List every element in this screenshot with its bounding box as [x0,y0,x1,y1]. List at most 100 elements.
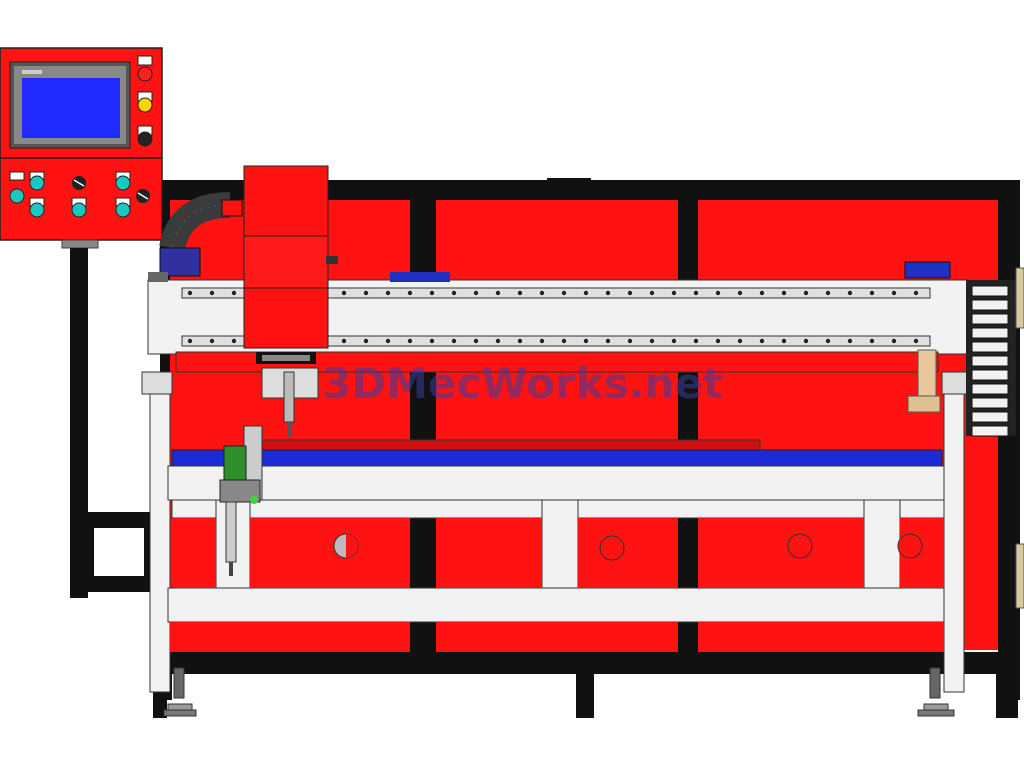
black-stop-button[interactable] [137,125,153,147]
push-button-icon[interactable] [9,171,25,204]
rail-hole [561,290,567,296]
rail-hole [407,338,413,344]
gantry-beam [147,261,969,373]
rail-hole [913,338,919,344]
rail-hole [913,290,919,296]
rail-hole [583,290,589,296]
rail-hole [759,290,765,296]
rail-hole [825,290,831,296]
chain-link [971,313,1009,325]
rail-hole [451,338,457,344]
push-button-icon[interactable] [71,197,87,218]
spindle-tool-icon [261,367,319,438]
rail-hole [429,338,435,344]
rail-hole [737,338,743,344]
chain-link [971,411,1009,423]
selector-switch-icon[interactable] [136,189,150,203]
rail-hole [209,290,215,296]
rail-hole [187,290,193,296]
rail-hole [869,290,875,296]
rail-hole [891,338,897,344]
chain-link [971,425,1009,437]
rail-holes-top [187,290,919,296]
rail-hole [429,290,435,296]
rail-hole [803,338,809,344]
touch-screen-icon[interactable] [9,61,131,149]
rail-hole [341,290,347,296]
chain-link [971,299,1009,311]
rail-hole [737,290,743,296]
bottom-panels [170,622,944,652]
chain-link [971,397,1009,409]
rail-hole [341,338,347,344]
push-button-icon[interactable] [29,171,45,191]
rail-hole [561,338,567,344]
rail-hole [671,338,677,344]
gantry-carriage-icon[interactable] [243,165,338,364]
rail-hole [495,338,501,344]
cable-chain-icon [907,267,1024,609]
rail-hole [605,290,611,296]
rail-hole [231,290,237,296]
rail-hole [693,290,699,296]
push-button-icon[interactable] [29,197,45,218]
red-indicator-button[interactable] [137,55,153,82]
machine-bed [171,439,943,467]
panel-support-pipes [70,248,154,598]
rail-hole [715,290,721,296]
rail-hole [649,338,655,344]
rail-hole [693,338,699,344]
push-button-icon[interactable] [115,171,131,191]
chain-link [971,383,1009,395]
rail-hole [473,290,479,296]
rail-hole [363,290,369,296]
rail-hole [451,290,457,296]
rail-hole [891,290,897,296]
rail-hole [671,290,677,296]
chain-link [971,355,1009,367]
watermark-text: 3DMecWorks.net [322,359,723,408]
lower-drawers [174,518,944,588]
rail-hole [539,290,545,296]
rail-hole [385,338,391,344]
chain-link [971,285,1009,297]
rail-hole [847,290,853,296]
rail-hole [517,290,523,296]
rail-hole [495,290,501,296]
rail-hole [847,338,853,344]
rail-hole [231,338,237,344]
chain-link [971,369,1009,381]
rail-hole [715,338,721,344]
rail-hole [363,338,369,344]
rail-hole [627,338,633,344]
rail-hole [803,290,809,296]
push-button-icon[interactable] [115,197,131,218]
rail-hole [781,338,787,344]
rail-hole [605,338,611,344]
rail-hole [209,338,215,344]
rail-hole [187,338,193,344]
leveling-foot-icon [163,667,197,717]
rail-hole [759,338,765,344]
rail-hole [473,338,479,344]
leveling-foot-icon [917,667,955,717]
tool-head [219,425,263,576]
rail-hole [781,290,787,296]
rail-hole [649,290,655,296]
selector-switch-icon[interactable] [72,176,86,190]
chain-link [971,327,1009,339]
rail-hole [385,290,391,296]
rail-hole [825,338,831,344]
yellow-indicator-button[interactable] [137,91,153,113]
control-panel [0,47,163,249]
rail-hole [869,338,875,344]
base-frame [141,371,973,693]
rail-hole [539,338,545,344]
chain-link [971,341,1009,353]
rail-hole [627,290,633,296]
rail-hole [517,338,523,344]
rail-hole [583,338,589,344]
cable-hose [159,192,243,277]
rail-hole [407,290,413,296]
